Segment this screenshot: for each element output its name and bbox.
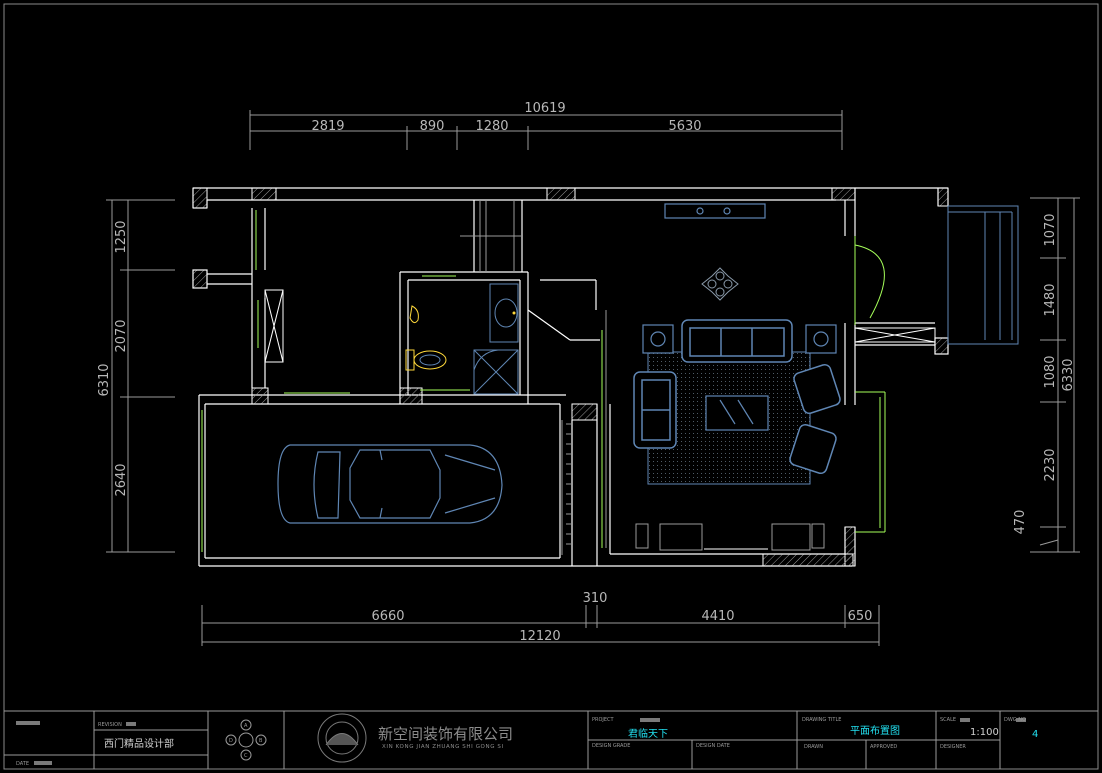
armchair-right-icon — [789, 363, 841, 475]
bathroom-fixtures — [405, 283, 519, 395]
tv-cabinet — [664, 203, 766, 219]
tb-design-grade-label: DESIGN GRADE — [592, 743, 630, 749]
coffee-table-icon — [705, 395, 769, 431]
tb-scale-label: SCALE — [940, 717, 956, 723]
tb-scale: 1:100 — [970, 727, 999, 738]
dim-right-seg-2: 1480 — [1043, 283, 1058, 316]
compass-icon — [225, 719, 267, 761]
dim-bottom-seg-4: 650 — [848, 609, 873, 624]
dim-top-seg-3: 1280 — [475, 119, 508, 134]
sofa-main-icon — [681, 319, 793, 363]
tb-design-date-label: DESIGN DATE — [696, 743, 730, 749]
stairs — [460, 200, 607, 555]
sheet-border — [3, 3, 1099, 770]
dim-right-seg-1: 1070 — [1043, 213, 1058, 246]
dim-left-overall: 6310 — [97, 363, 112, 396]
tb-drawing-title: 平面布置图 — [850, 725, 900, 737]
dimensions-left — [106, 199, 175, 553]
sink-icon — [494, 298, 518, 328]
dim-left-seg-1: 1250 — [114, 220, 129, 253]
dim-top-overall: 10619 — [524, 101, 565, 116]
dim-top-seg-1: 2819 — [311, 119, 344, 134]
tb-project-label: PROJECT — [592, 717, 615, 723]
company-name-cn: 新空间装饰有限公司 — [378, 725, 513, 743]
tb-designer: 西门精品设计部 — [104, 737, 174, 750]
tb-drawing-title-label: DRAWING TITLE — [802, 717, 841, 723]
urinal-icon — [409, 305, 419, 324]
dimensions-top — [249, 110, 843, 150]
tb-designer-label: DESIGNER — [940, 744, 966, 750]
dim-right-overall: 6330 — [1061, 358, 1076, 391]
car-icon — [277, 444, 503, 524]
compass-b: B — [259, 738, 263, 744]
compass-a: A — [244, 723, 248, 729]
tb-drawing-no-label: DWG NO — [1004, 717, 1026, 723]
dim-bottom-overall: 12120 — [519, 629, 560, 644]
dim-top-seg-2: 890 — [420, 119, 445, 134]
walls — [192, 187, 949, 567]
dimensions-right — [1030, 197, 1080, 553]
compass-c: C — [244, 753, 248, 759]
side-tables — [642, 324, 837, 354]
dim-bottom-seg-1: 6660 — [371, 609, 404, 624]
ceiling-ornament — [701, 267, 739, 301]
wall-hatches — [192, 187, 949, 567]
tb-approved-label: APPROVED — [870, 744, 897, 750]
title-block — [4, 710, 1098, 769]
company-name-en: XIN KONG JIAN ZHUANG SHI GONG SI — [382, 744, 504, 750]
title-block-redactions — [16, 718, 1026, 765]
dim-left-seg-2: 2070 — [114, 319, 129, 352]
tb-project-name: 君临天下 — [628, 727, 668, 740]
tb-drawn-label: DRAWN — [804, 744, 823, 750]
dim-bottom-seg-3: 4410 — [701, 609, 734, 624]
sofa-left-icon — [633, 371, 677, 449]
balcony-rail — [854, 327, 936, 343]
shower-icon — [473, 349, 519, 395]
dim-right-seg-4: 2230 — [1043, 448, 1058, 481]
dimensions-bottom — [201, 605, 880, 646]
dim-left-seg-3: 2640 — [114, 463, 129, 496]
toilet-icon — [405, 349, 447, 371]
tb-drawing-no: 4 — [1032, 729, 1038, 740]
company-logo-icon — [317, 713, 367, 763]
compass-d: D — [229, 738, 233, 744]
dim-top-seg-4: 5630 — [668, 119, 701, 134]
bottom-furniture — [635, 523, 825, 551]
tb-date-label: DATE — [16, 761, 29, 767]
dim-right-seg-5: 470 — [1013, 510, 1028, 535]
dim-right-seg-3: 1080 — [1043, 355, 1058, 388]
doors — [201, 210, 886, 552]
balcony — [947, 205, 1019, 345]
tb-revision-label: REVISION — [98, 722, 122, 728]
dim-bottom-seg-2: 310 — [583, 591, 608, 606]
wall-cabinet — [257, 289, 284, 363]
